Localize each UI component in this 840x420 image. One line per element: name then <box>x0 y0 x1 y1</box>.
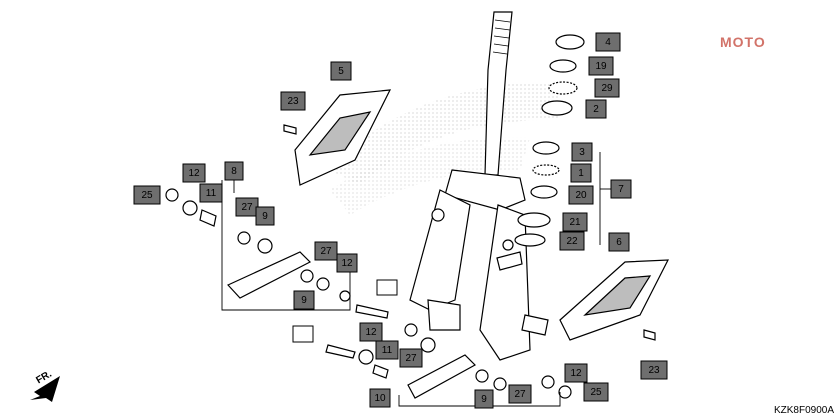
wing-watermark-lower <box>330 137 530 215</box>
callout-number: 23 <box>287 96 299 107</box>
callout-8: 8 <box>224 161 244 181</box>
callout-number: 12 <box>341 258 353 269</box>
head-bearing-stack-lower <box>514 141 560 247</box>
callout-number: 9 <box>262 211 268 222</box>
blank-callout-box <box>376 279 398 296</box>
head-bearing-stack-upper <box>541 34 585 116</box>
callout-27: 27 <box>235 197 259 217</box>
callout-number: 27 <box>320 246 332 257</box>
diagram-code: KZK8F0900A <box>773 405 834 416</box>
callout-number: 29 <box>601 83 613 94</box>
callout-12: 12 <box>336 253 358 273</box>
callout-number: 19 <box>595 61 607 72</box>
callout-25: 25 <box>583 382 609 402</box>
callout-5: 5 <box>330 61 352 81</box>
front-arrow-icon <box>30 376 60 402</box>
left-link-assembly <box>165 188 351 302</box>
callout-number: 12 <box>188 168 200 179</box>
watermark-logo: MOTO <box>720 34 766 50</box>
callout-number: 12 <box>365 327 377 338</box>
callout-number: 3 <box>579 147 585 158</box>
callout-number: 25 <box>590 387 602 398</box>
steering-stem <box>409 11 549 361</box>
callout-7: 7 <box>610 179 632 199</box>
upper-cover <box>283 89 392 186</box>
callout-number: 8 <box>231 166 237 177</box>
callout-27: 27 <box>399 348 423 368</box>
callout-23: 23 <box>280 91 306 111</box>
callout-19: 19 <box>588 56 614 76</box>
callout-9: 9 <box>255 206 275 226</box>
callout-12: 12 <box>182 163 206 183</box>
callout-20: 20 <box>568 185 594 205</box>
callout-4: 4 <box>595 32 621 52</box>
callout-3: 3 <box>571 142 593 162</box>
callout-12: 12 <box>359 322 383 342</box>
blank-callout-box <box>292 325 314 343</box>
callout-number: 21 <box>569 217 581 228</box>
callout-number: 5 <box>338 66 344 77</box>
callout-27: 27 <box>314 241 338 261</box>
callout-number: 11 <box>382 345 393 356</box>
callout-9: 9 <box>293 290 315 310</box>
callout-number: 12 <box>570 368 582 379</box>
callout-22: 22 <box>559 231 585 251</box>
callout-number: 9 <box>481 394 487 405</box>
callout-number: 7 <box>618 184 624 195</box>
fork-guard <box>559 259 670 341</box>
callout-number: 2 <box>593 104 599 115</box>
callout-1: 1 <box>570 163 592 183</box>
callout-12: 12 <box>564 363 588 383</box>
callout-11: 11 <box>375 340 399 360</box>
callout-number: 25 <box>141 190 153 201</box>
callout-number: 27 <box>405 353 417 364</box>
callout-29: 29 <box>594 78 620 98</box>
callout-23: 23 <box>640 360 668 380</box>
blank-callout-boxes <box>292 279 398 343</box>
callout-21: 21 <box>562 212 588 232</box>
callout-number: 4 <box>605 37 611 48</box>
callout-2: 2 <box>585 99 607 119</box>
callout-6: 6 <box>608 232 630 252</box>
callout-number: 20 <box>575 190 587 201</box>
callout-number: 10 <box>374 393 386 404</box>
callout-11: 11 <box>199 183 223 203</box>
callout-number: 23 <box>648 365 660 376</box>
callout-number: 22 <box>566 236 578 247</box>
callout-9: 9 <box>474 389 494 409</box>
callout-number: 27 <box>514 389 526 400</box>
callout-number: 11 <box>206 188 217 199</box>
callout-number: 6 <box>616 237 622 248</box>
callout-number: 27 <box>241 202 253 213</box>
callout-27: 27 <box>508 384 532 404</box>
callout-10: 10 <box>369 388 391 408</box>
lower-link-assembly <box>325 304 572 399</box>
callout-number: 9 <box>301 295 307 306</box>
callout-number: 1 <box>578 168 584 179</box>
callout-25: 25 <box>133 185 161 205</box>
